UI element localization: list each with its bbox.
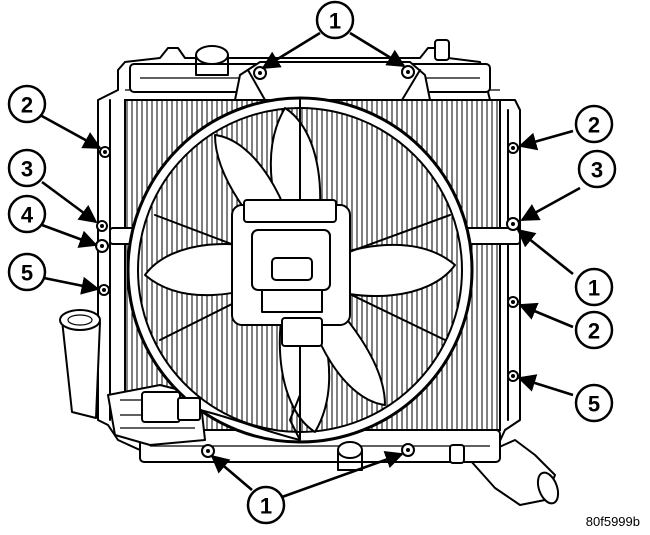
leader-right-3 — [520, 186, 581, 222]
bolt — [507, 370, 519, 382]
leader-top-1b — [349, 31, 406, 68]
bolt — [507, 142, 519, 154]
bolt — [96, 220, 108, 232]
leader-lines — [39, 31, 581, 499]
callout: 2 — [574, 310, 614, 350]
bolt — [506, 217, 520, 231]
callout: 1 — [246, 485, 286, 525]
lower-hose-left — [59, 309, 101, 419]
callout: 3 — [577, 149, 617, 189]
callout-label: 2 — [588, 113, 600, 138]
callout: 1 — [315, 0, 355, 40]
callout: 1 — [574, 267, 614, 307]
wiring-connector — [141, 391, 301, 441]
leader-top-1a — [261, 31, 321, 70]
callout-label: 1 — [588, 276, 600, 301]
bolt — [507, 296, 519, 308]
bolt — [98, 284, 110, 296]
callout-label: 2 — [588, 319, 600, 344]
bolt — [401, 443, 415, 457]
callout-label: 5 — [21, 261, 33, 286]
leader-left-2 — [39, 113, 102, 150]
upper-hose-neck — [195, 45, 229, 76]
callout-label: 1 — [329, 9, 341, 34]
bolt — [99, 146, 111, 158]
callout-label: 1 — [260, 494, 272, 519]
leader-bottom-1b — [281, 450, 404, 499]
callout-label: 4 — [21, 203, 34, 228]
bolt — [401, 65, 415, 79]
leader-right-5 — [517, 374, 574, 397]
figure-id: 80f5999b — [585, 514, 640, 529]
leader-bottom-1a — [210, 454, 253, 491]
callout: 3 — [7, 148, 47, 188]
leader-left-4 — [41, 223, 98, 248]
leader-left-5 — [43, 276, 100, 295]
fan-motor — [231, 199, 351, 441]
callout-label: 3 — [21, 157, 33, 182]
callout: 5 — [7, 252, 47, 292]
callout: 2 — [7, 84, 47, 124]
mounting-bolts — [95, 65, 520, 458]
leader-left-3 — [41, 180, 98, 224]
leader-right-1 — [516, 228, 574, 276]
callout: 4 — [7, 194, 47, 234]
bolt — [95, 239, 109, 253]
callout: 5 — [574, 383, 614, 423]
leader-right-2-lower — [518, 302, 574, 329]
callout-label: 2 — [21, 93, 33, 118]
callout-label: 3 — [591, 158, 603, 183]
leader-right-2-upper — [518, 129, 574, 151]
callout: 2 — [574, 104, 614, 144]
bolt — [201, 444, 215, 458]
bolt — [253, 66, 267, 80]
callout-label: 5 — [588, 392, 600, 417]
